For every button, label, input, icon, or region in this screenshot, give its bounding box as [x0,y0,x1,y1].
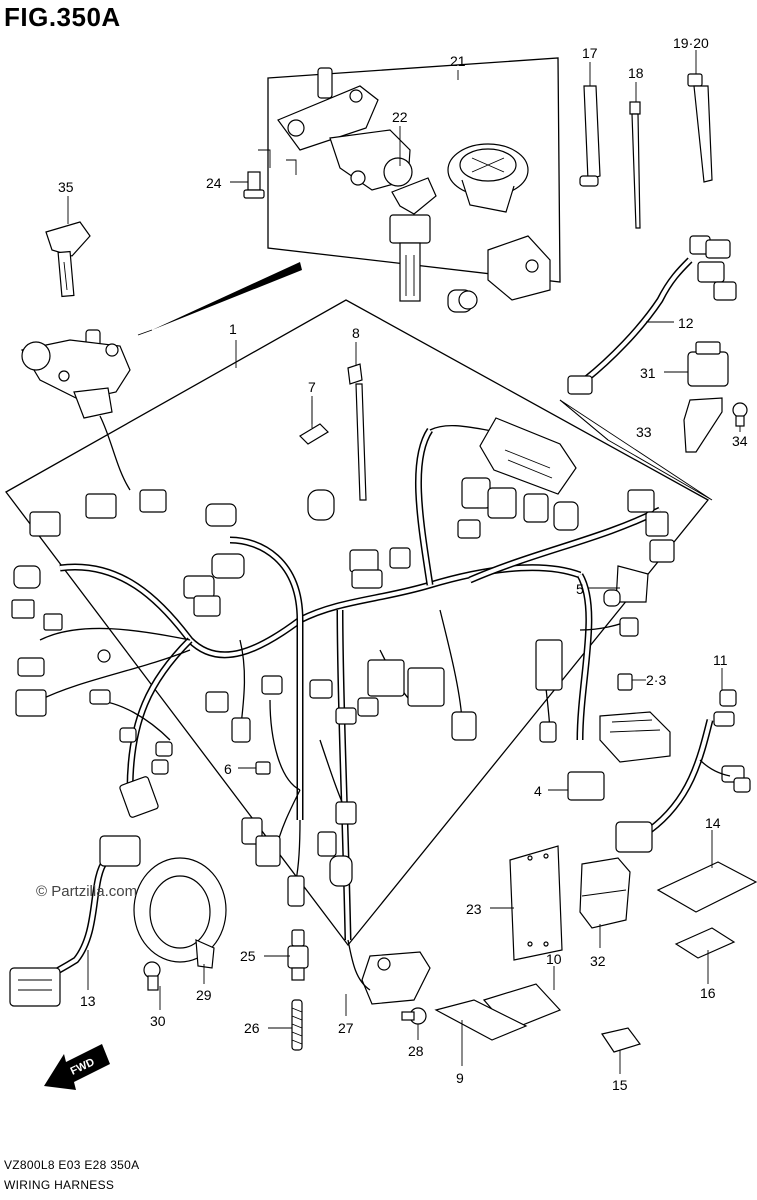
footer-figure-name: WIRING HARNESS [4,1178,115,1192]
plate-23 [509,845,563,961]
callout-29: 29 [196,987,212,1003]
tie-18 [629,101,641,229]
callout-6: 6 [224,761,232,777]
ignition-lock-set [243,67,551,313]
sub-harness-11 [615,689,751,853]
cover-5 [603,565,649,607]
main-wiring-bundle [39,428,662,941]
multi-pin-connectors [429,417,579,531]
sub-harness-12 [567,235,737,395]
relay-4 [567,771,605,801]
forward-arrow-icon: FWD [44,1044,110,1090]
callout-16: 16 [700,985,716,1001]
tie-17 [579,85,601,187]
leader-lines [67,50,741,1074]
callout-7: 7 [308,379,316,395]
reference-arrow [137,262,302,336]
callout-8: 8 [352,325,360,341]
clamp-7 [299,400,329,445]
callout-5: 5 [576,581,584,597]
callout-30: 30 [150,1013,166,1029]
callout-2-3: 2·3 [646,672,666,688]
callout-22: 22 [392,109,408,125]
callout-35: 35 [58,179,74,195]
callout-1: 1 [229,321,237,337]
relay-31 [687,341,729,387]
horn-29 [133,857,227,969]
box-32 [579,857,631,929]
sub-harness-13 [9,835,141,1007]
fuse-box [599,711,671,763]
callout-27: 27 [338,1020,354,1036]
part-6 [255,761,271,775]
pad-9 [434,999,528,1041]
callout-11: 11 [713,652,728,668]
cable-tie-8 [347,363,367,501]
ignition-switch [21,329,167,513]
fuse-2-3 [617,673,633,691]
watermark-text: © Partzilla.com [36,883,138,900]
bolt-34 [732,402,748,427]
figure-title: FIG.350A [4,2,121,32]
callout-25: 25 [240,948,256,964]
bolt-28 [401,1007,427,1025]
callout-34: 34 [732,433,748,449]
callout-labels: 1 2·3 4 5 6 7 8 9 10 11 12 13 14 15 16 1… [58,35,748,1093]
ignition-set-frame [267,57,561,283]
tie-19-20 [687,73,713,183]
sub-harness-frame [559,399,713,501]
callout-15: 15 [612,1077,628,1093]
callout-4: 4 [534,783,542,799]
sensor-27 [347,939,431,1005]
callout-32: 32 [590,953,606,969]
callout-13: 13 [80,993,96,1009]
callout-33: 33 [636,424,652,440]
callout-23: 23 [466,901,482,917]
bolt-30 [143,961,161,991]
callout-14: 14 [705,815,721,831]
key [45,221,91,298]
callout-28: 28 [408,1043,424,1059]
footer-figure-code: VZ800L8 E03 E28 350A [4,1158,140,1172]
switch-25 [287,929,309,981]
callout-24: 24 [206,175,222,191]
callout-10: 10 [546,951,562,967]
harness-connectors [11,489,675,907]
main-harness-frame [5,299,709,947]
callout-21: 21 [450,53,466,69]
pad-15 [601,1027,641,1053]
callout-12: 12 [678,315,694,331]
callout-17: 17 [582,45,598,61]
spring-26 [291,999,303,1051]
pad-16 [674,927,736,959]
callout-18: 18 [628,65,644,81]
callout-19-20: 19·20 [673,35,709,51]
pad-14 [656,861,757,913]
bracket-33 [683,397,723,453]
callout-31: 31 [640,365,656,381]
callout-9: 9 [456,1070,464,1086]
callout-26: 26 [244,1020,260,1036]
